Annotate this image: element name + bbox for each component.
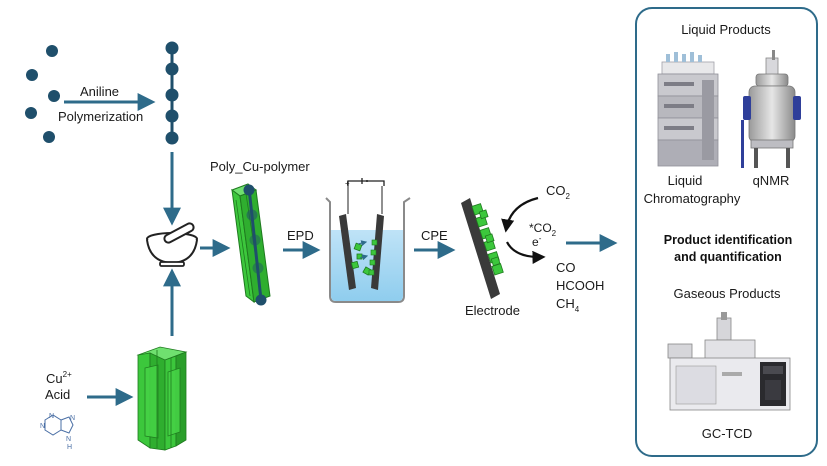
co2-label: CO2 [546, 183, 571, 201]
svg-text:N: N [40, 423, 45, 430]
electrode-label: Electrode [465, 303, 520, 318]
svg-text:N: N [49, 413, 54, 420]
cpe-label: CPE [421, 228, 448, 243]
electron-label: e- [532, 234, 542, 249]
qnmr-label: qNMR [753, 173, 790, 188]
adsorbed-co2-label: *CO2 [529, 221, 557, 238]
product-ch4: CH4 [556, 296, 580, 314]
cu-mof-crystals [136, 346, 188, 451]
electrode [461, 198, 504, 299]
mortar-pestle-icon [146, 222, 198, 267]
lc-label-line2: Chromatography [644, 191, 741, 206]
identification-line1: Product identification [664, 233, 792, 247]
gaseous-products-heading: Gaseous Products [674, 286, 781, 301]
lc-label-line1: Liquid [668, 173, 703, 188]
polyaniline-chain [165, 41, 179, 145]
poly-cu-polymer-label: Poly_Cu-polymer [210, 159, 310, 174]
purine-icon: N N N N H [40, 413, 75, 451]
product-co: CO [556, 260, 576, 275]
aniline-monomers [25, 45, 60, 143]
epd-label: EPD [287, 228, 314, 243]
svg-text:+: + [345, 179, 350, 188]
poly-cu-polymer-crystal [230, 183, 271, 306]
polymerization-label: Polymerization [58, 109, 143, 124]
svg-text:N: N [70, 415, 75, 422]
product-hcooh: HCOOH [556, 278, 604, 293]
liquid-products-heading: Liquid Products [681, 22, 771, 37]
cu-ion-label: Cu2+ [46, 370, 72, 386]
epd-beaker: + [325, 178, 411, 303]
lc-instrument-icon [657, 52, 719, 167]
aniline-label: Aniline [80, 84, 119, 99]
gc-tcd-label: GC-TCD [702, 426, 753, 441]
identification-line2: and quantification [674, 250, 782, 264]
acid-label: Acid [45, 387, 70, 402]
svg-text:N: N [66, 436, 71, 443]
gc-instrument-icon [667, 312, 791, 411]
svg-text:H: H [67, 444, 72, 451]
nmr-instrument-icon [741, 50, 801, 168]
co2-reduction-arrows [501, 196, 546, 264]
